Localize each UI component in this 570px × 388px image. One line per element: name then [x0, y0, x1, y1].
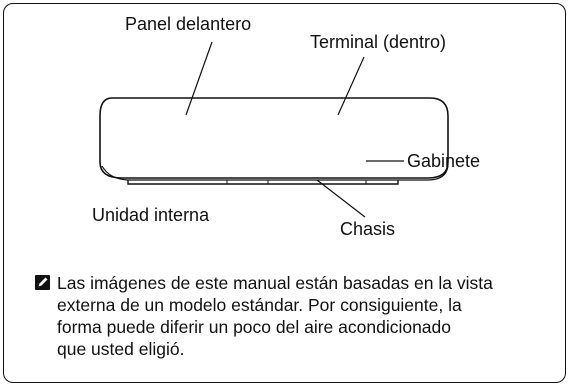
leader-terminal — [337, 56, 365, 116]
diagram-frame — [3, 3, 566, 383]
leader-front-panel — [185, 41, 213, 116]
unit-rim — [101, 165, 449, 181]
label-terminal: Terminal (dentro) — [310, 32, 447, 52]
note-line-4: que usted eligió. — [57, 339, 185, 359]
disclaimer-note: Las imágenes de este manual están basada… — [35, 272, 555, 360]
note-line-1: Las imágenes de este manual están basada… — [57, 273, 493, 293]
check-square-icon — [35, 275, 50, 290]
label-cabinet: Gabinete — [407, 151, 481, 171]
note-line-3: forma puede diferir un poco del aire aco… — [57, 317, 452, 337]
leader-chassis — [316, 179, 366, 218]
unit-body — [99, 97, 449, 179]
chassis-strip — [127, 180, 399, 185]
note-line-2: externa de un modelo estándar. Por consi… — [57, 295, 462, 315]
label-front-panel: Panel delantero — [125, 14, 252, 34]
label-indoor-unit: Unidad interna — [92, 205, 210, 225]
label-chassis: Chasis — [340, 219, 396, 239]
